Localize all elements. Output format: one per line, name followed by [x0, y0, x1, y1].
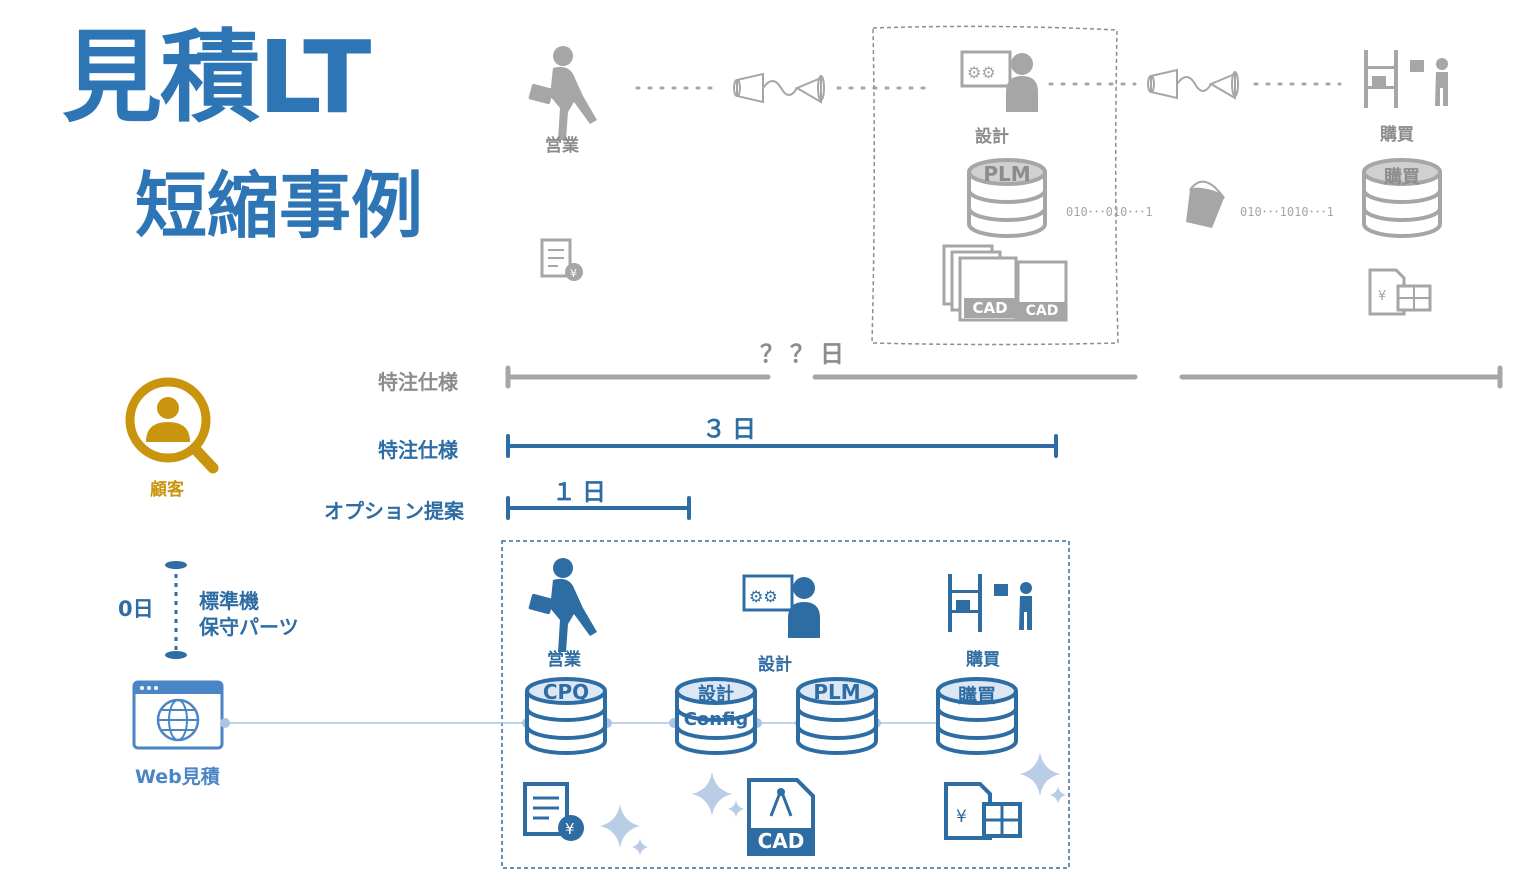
- purchase-db-icon: [1362, 158, 1442, 238]
- cad-label-gray: CAD: [964, 298, 1016, 318]
- quote-document-icon-gray: ¥: [540, 238, 583, 281]
- standard-machine-label: 標準機: [199, 589, 259, 613]
- db-label-plm-new: PLM: [813, 680, 861, 704]
- plm-db-icon-blue: [796, 677, 878, 755]
- cpq-db-icon: [525, 677, 607, 755]
- page-subtitle: 短縮事例: [135, 164, 424, 248]
- cad-documents-icon: [942, 244, 1068, 322]
- role-label-purchase: 購買: [1380, 125, 1414, 145]
- duration-zero: 0日: [118, 597, 154, 621]
- new-flow-frame: [501, 540, 1070, 869]
- db-label-cpq: CPQ: [542, 680, 590, 704]
- maintenance-parts-label: 保守パーツ: [199, 615, 299, 639]
- role-label-purchase-new: 購買: [966, 650, 1000, 670]
- cad-document-icon: [747, 778, 815, 856]
- zero-day-marker: [165, 561, 187, 659]
- duration-1day: １日: [552, 478, 612, 506]
- svg-text:¥: ¥: [1378, 289, 1386, 304]
- db-label-config: Config: [683, 709, 749, 730]
- customer-search-icon: [125, 377, 219, 474]
- spreadsheet-icon: ¥: [944, 782, 1022, 840]
- web-browser-icon: [132, 680, 224, 750]
- page-title: 見積LT: [62, 19, 371, 136]
- timeline-current: [505, 365, 1503, 389]
- db-label-design: 設計: [698, 684, 734, 705]
- designer-icon-blue: ⚙⚙: [742, 574, 820, 638]
- row-label-current: 特注仕様: [378, 370, 458, 394]
- sparkle-icon: [692, 772, 744, 818]
- web-quote-label: Web見積: [135, 766, 220, 788]
- salesperson-icon: [528, 46, 597, 140]
- db-label-purchase: 購買: [1384, 167, 1420, 188]
- sparkle-icon: [1020, 752, 1066, 804]
- role-label-design-new: 設計: [758, 655, 792, 675]
- tin-can-phone-icon: [733, 72, 825, 104]
- spreadsheet-icon-gray: ¥: [1368, 268, 1432, 316]
- design-area-frame: [871, 25, 1119, 346]
- bucket-icon: [1186, 180, 1225, 228]
- cad-label-gray: CAD: [1018, 302, 1066, 320]
- customer-label: 顧客: [150, 480, 184, 500]
- data-stream-left: 010･･･010･･･1: [1066, 205, 1153, 219]
- purchaser-icon: [1364, 50, 1448, 108]
- timeline-3days: [506, 434, 1058, 458]
- design-config-db-icon: [675, 677, 757, 755]
- duration-3days: ３日: [702, 415, 762, 443]
- designer-icon: ⚙⚙: [960, 50, 1038, 112]
- role-label-design: 設計: [975, 127, 1009, 147]
- db-label-plm: PLM: [983, 162, 1031, 186]
- purchaser-icon-blue: [948, 574, 1032, 632]
- sparkle-icon: [600, 804, 648, 856]
- row-label-custom: 特注仕様: [378, 438, 458, 462]
- role-label-sales-new: 営業: [547, 650, 581, 670]
- db-label-purchase-new: 購買: [957, 685, 996, 707]
- dotted-connectors: [635, 82, 1342, 90]
- svg-text:⚙⚙: ⚙⚙: [749, 587, 778, 606]
- svg-text:¥: ¥: [570, 267, 577, 280]
- cad-label-blue: CAD: [757, 829, 805, 853]
- svg-text:¥: ¥: [956, 807, 967, 827]
- data-stream-right: 010･･･1010･･･1: [1240, 205, 1334, 219]
- salesperson-icon-blue: [528, 558, 597, 652]
- svg-text:¥: ¥: [565, 820, 575, 838]
- quote-document-icon: ¥: [523, 782, 584, 841]
- tin-can-phone-icon: [1147, 68, 1239, 100]
- timeline-1day: [506, 496, 691, 520]
- plm-db-icon: [967, 158, 1047, 238]
- role-label-sales: 営業: [545, 136, 579, 156]
- svg-text:⚙⚙: ⚙⚙: [967, 63, 996, 82]
- duration-current: ？？日: [760, 340, 850, 368]
- purchase-db-icon-blue: [936, 677, 1018, 755]
- row-label-option: オプション提案: [324, 499, 464, 523]
